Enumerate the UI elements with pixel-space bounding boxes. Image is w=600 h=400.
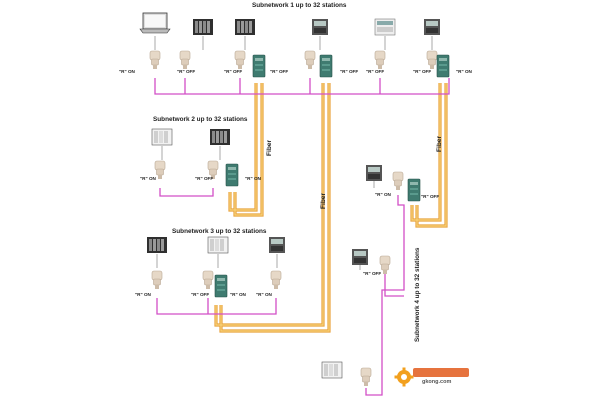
terminator-label: "R" ON	[375, 192, 392, 197]
bus-connector	[154, 160, 166, 180]
terminator-label: "R" OFF	[363, 271, 381, 276]
bus-connector	[179, 50, 191, 70]
bus-connector	[360, 367, 372, 387]
bus-connector	[202, 270, 214, 290]
bus-connector	[304, 50, 316, 70]
subnetwork-1-terminator-labels: "R" ON "R" OFF "R" OFF "R" OFF "R" OFF "…	[119, 69, 473, 74]
fiber-repeater	[319, 54, 333, 78]
gear-icon	[394, 367, 414, 387]
fiber-repeater	[407, 178, 421, 202]
bus-connector	[149, 50, 161, 70]
gkong-watermark-logo: gkong.com	[394, 367, 469, 387]
bus-lines	[154, 78, 450, 396]
bus-connector	[270, 270, 282, 290]
terminator-label: "R" OFF	[177, 69, 195, 74]
subnetwork-4-connectors	[360, 171, 421, 387]
bus-connector	[151, 270, 163, 290]
bus-connector	[426, 50, 438, 70]
plc-rack-icon	[210, 129, 230, 145]
subnetwork-4-title: Subnetwork 4 up to 32 stations	[414, 247, 421, 342]
plc-rack-icon	[151, 128, 173, 146]
drive-unit-icon	[269, 237, 285, 253]
subnetwork-2-devices	[151, 128, 230, 146]
terminator-label: "R" OFF	[224, 69, 242, 74]
operator-panel-icon	[374, 18, 396, 36]
fiber-label: Fiber	[320, 192, 327, 209]
watermark-url: gkong.com	[422, 379, 451, 385]
fiber-repeater	[214, 274, 228, 298]
terminator-label: "R" OFF	[340, 69, 358, 74]
subnetwork-1-title: Subnetwork 1 up to 32 stations	[252, 2, 347, 9]
terminator-label: "R" ON	[256, 292, 273, 297]
terminator-label: "R" OFF	[195, 176, 213, 181]
io-module-icon	[424, 19, 440, 35]
terminator-label: "R" ON	[140, 176, 157, 181]
plc-rack-icon	[147, 237, 167, 253]
subnetwork-3-devices	[147, 236, 285, 254]
terminator-label: "R" ON	[456, 69, 473, 74]
fiber-label: Fiber	[266, 139, 273, 156]
terminator-label: "R" ON	[245, 176, 262, 181]
fiber-links	[214, 83, 448, 333]
fiber-repeater	[436, 54, 450, 78]
drive-unit-icon	[312, 19, 328, 35]
subnetwork-2-terminator-labels: "R" ON "R" OFF "R" ON	[140, 176, 262, 181]
terminator-label: "R" OFF	[270, 69, 288, 74]
io-station-icon	[321, 361, 343, 379]
subnetwork-1-devices	[139, 12, 440, 36]
io-station-icon	[207, 236, 229, 254]
subnetwork-4-terminator-labels: "R" ON "R" OFF "R" OFF	[363, 192, 439, 276]
terminator-label: "R" OFF	[421, 194, 439, 199]
fiber-label: Fiber	[436, 135, 443, 152]
fiber-repeater	[225, 163, 239, 187]
plc-rack-icon	[235, 19, 255, 35]
terminator-label: "R" ON	[135, 292, 152, 297]
laptop-pc-icon	[139, 12, 171, 34]
terminator-label: "R" OFF	[191, 292, 209, 297]
terminator-label: "R" ON	[119, 69, 136, 74]
plc-rack-icon	[193, 19, 213, 35]
device-cables	[154, 36, 433, 270]
drive-unit-icon	[366, 165, 382, 181]
bus-connector	[234, 50, 246, 70]
subnetwork-3-terminator-labels: "R" ON "R" OFF "R" ON "R" ON	[135, 292, 273, 297]
bus-connector	[392, 171, 404, 191]
terminator-label: "R" OFF	[366, 69, 384, 74]
bus-connector	[379, 255, 391, 275]
subnetwork-3-title: Subnetwork 3 up to 32 stations	[172, 228, 267, 235]
terminator-label: "R" OFF	[413, 69, 431, 74]
display-module-icon	[352, 249, 368, 265]
terminator-label: "R" ON	[230, 292, 247, 297]
subnetwork-2-connectors	[154, 160, 239, 187]
fiber-repeater	[252, 54, 266, 78]
subnetwork-2-title: Subnetwork 2 up to 32 stations	[153, 116, 248, 123]
bus-connector	[374, 50, 386, 70]
